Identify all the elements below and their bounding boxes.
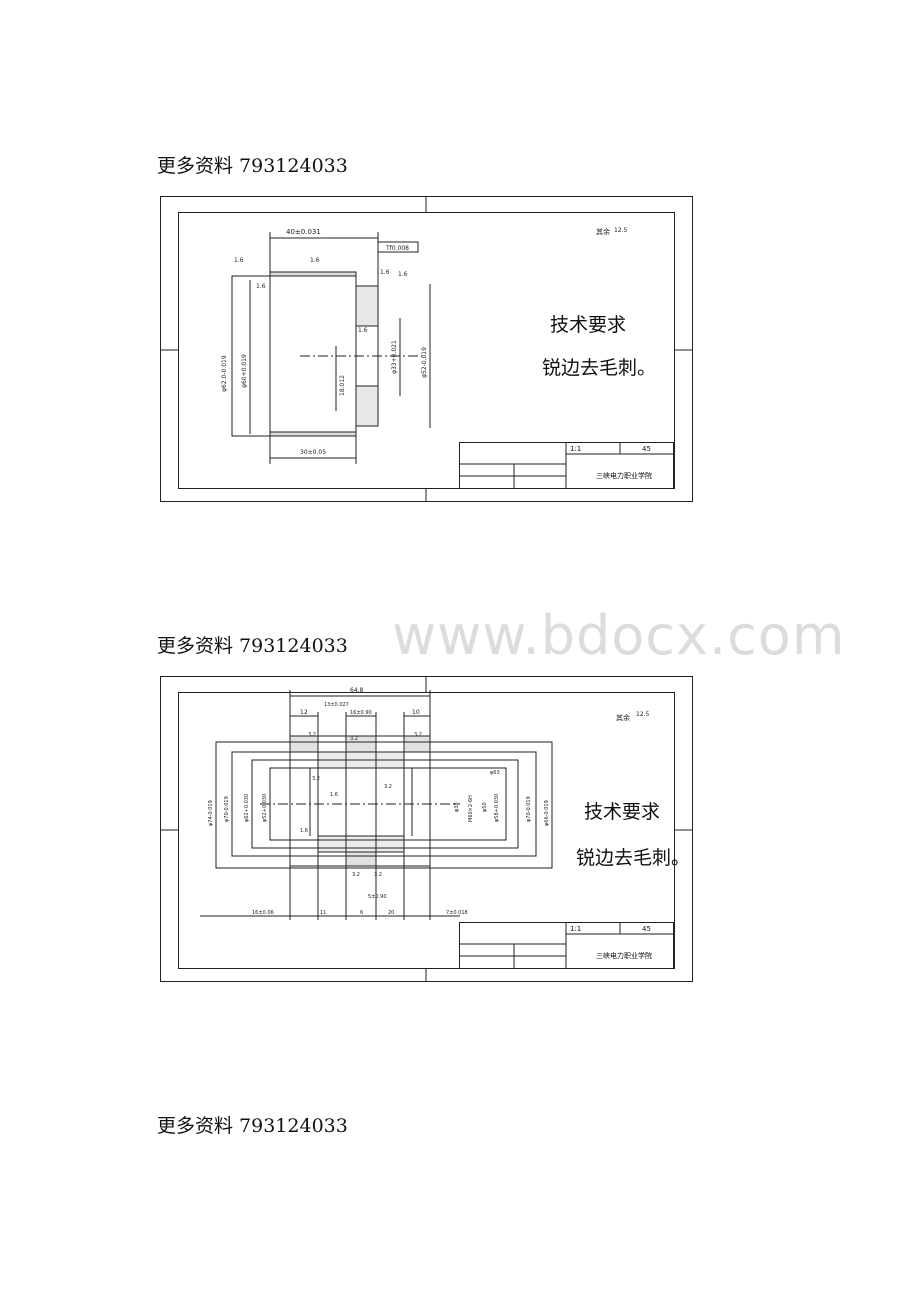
roughness-mark: 1.6 — [330, 792, 338, 798]
dim-r5: φ70-0.019 — [526, 796, 532, 822]
dim-b3: 6 — [360, 910, 363, 916]
dim-13: 13±0.027 — [324, 702, 349, 708]
dim-l3: φ62+0.030 — [244, 794, 250, 822]
roughness-mark: 12.5 — [614, 227, 628, 234]
rough-note: 其余 — [616, 713, 630, 722]
dim-r1: φ38 — [454, 802, 460, 812]
dim-b6: 7±0.018 — [446, 910, 468, 916]
dim-b1: 16±0.06 — [252, 910, 274, 916]
scale: 1:1 — [570, 925, 581, 933]
dim-d1: φ62.0-0.019 — [221, 355, 228, 392]
dim-16: 16±0.90 — [350, 710, 372, 716]
roughness-mark: 1.6 — [398, 271, 408, 278]
roughness-mark: 1.6 — [380, 269, 390, 276]
roughness-mark: 1.6 — [358, 327, 368, 334]
tech-note: 锐边去毛刺。 — [542, 357, 656, 379]
roughness-mark: 3.2 — [312, 776, 320, 782]
roughness-mark: 12.5 — [636, 711, 650, 718]
dim-top: 64.8 — [350, 687, 364, 694]
tech-note: 锐边去毛刺。 — [576, 847, 690, 869]
roughness-mark: 1.6 — [256, 283, 266, 290]
page-heading-1: 更多资料 793124033 — [157, 155, 348, 177]
watermark: www.bdocx.com — [392, 604, 846, 667]
dim-bottom: 30±0.05 — [300, 449, 326, 456]
roughness-mark: 3.2 — [414, 732, 422, 738]
page-heading-3: 更多资料 793124033 — [157, 1115, 348, 1137]
roughness-mark: 3.2 — [352, 872, 360, 878]
dim-r4: φ58+0.030 — [494, 794, 500, 822]
school: 三峡电力职业学院 — [596, 471, 652, 480]
roughness-mark: 3.2 — [374, 872, 382, 878]
engineering-drawing-1: 40±0.031 Tf0.008 30±0.05 φ62.0-0.019 φ60… — [160, 196, 693, 502]
tech-title: 技术要求 — [584, 801, 660, 823]
scale: 1:1 — [570, 445, 581, 453]
roughness-mark: 1.6 — [310, 257, 320, 264]
material: 45 — [642, 445, 651, 453]
dim-d5: 18.012 — [339, 375, 346, 396]
material: 45 — [642, 925, 651, 933]
tech-title: 技术要求 — [550, 314, 626, 336]
page-heading-2: 更多资料 793124033 — [157, 635, 348, 657]
dim-d3: φ33+0.021 — [391, 340, 398, 374]
school: 三峡电力职业学院 — [596, 951, 652, 960]
roughness-mark: 1.6 — [234, 257, 244, 264]
engineering-drawing-2: 64.8 12 13±0.027 16±0.90 10 16±0.06 11 6… — [160, 676, 693, 982]
dim-l1: φ74-0.019 — [208, 800, 214, 826]
dim-l4: φ52+0.030 — [262, 794, 268, 822]
rough-note: 其余 — [596, 227, 610, 236]
dim-r2: M60×2-6H — [468, 795, 474, 822]
dim-b2: 11 — [320, 910, 326, 916]
dim-d4: φ52-0.019 — [421, 347, 428, 378]
dim-l2: φ70-0.019 — [224, 796, 230, 822]
dim-b4: 5±0.90 — [368, 894, 387, 900]
roughness-mark: 3.2 — [384, 784, 392, 790]
dim-d2: φ60+0.019 — [241, 354, 248, 388]
dim-tol: Tf0.008 — [385, 245, 409, 252]
roughness-mark: 1.6 — [300, 828, 308, 834]
dim-r7: φ63 — [490, 770, 500, 776]
dim-r3: φ50 — [482, 802, 488, 812]
dim-12: 12 — [300, 709, 308, 716]
dim-b5: 20 — [388, 910, 394, 916]
roughness-mark: 3.2 — [350, 736, 358, 742]
dim-r6: φ66-0.019 — [544, 800, 550, 826]
dim-10: 10 — [412, 709, 420, 716]
roughness-mark: 3.2 — [308, 732, 316, 738]
dim-top: 40±0.031 — [286, 228, 321, 236]
